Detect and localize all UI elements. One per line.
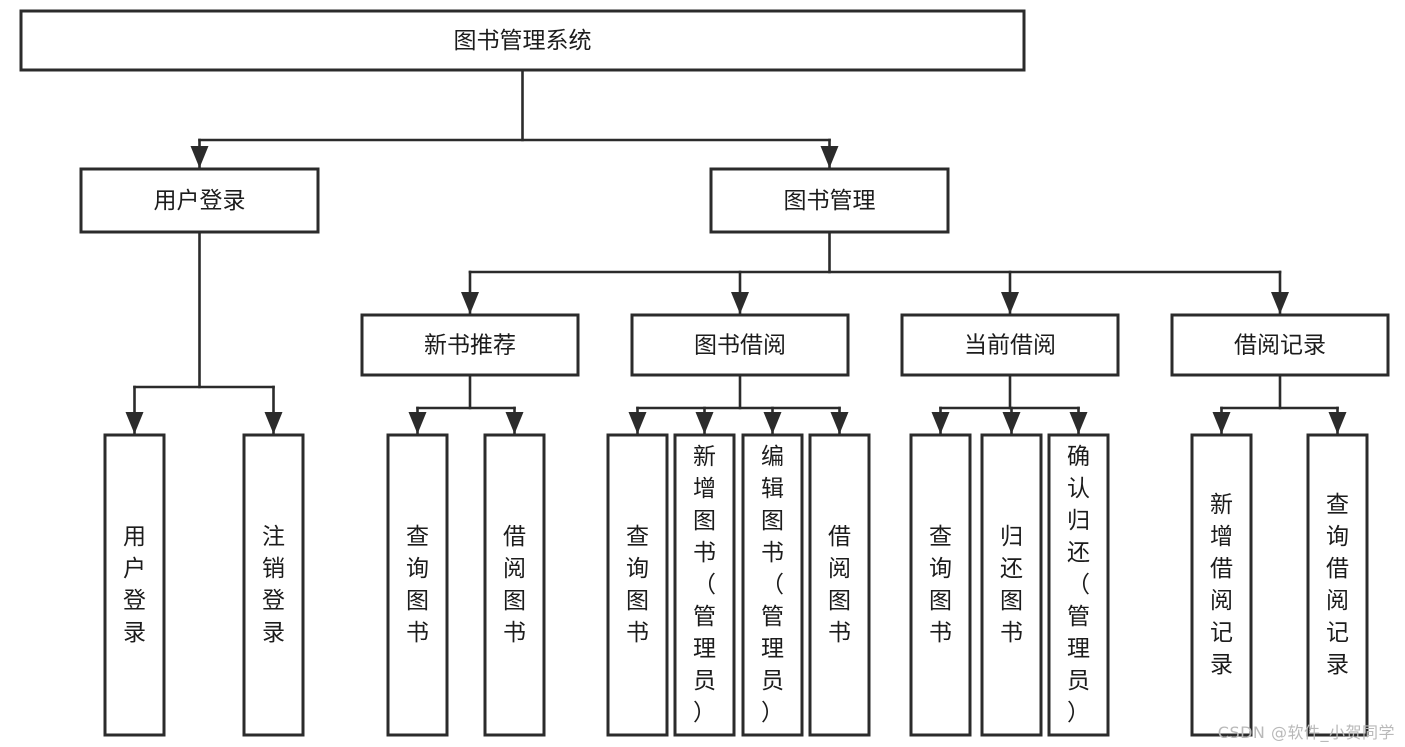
arrow-head-icon (1212, 412, 1231, 434)
node-layer: 图书管理系统用户登录图书管理新书推荐图书借阅当前借阅借阅记录用户登录注销登录查询… (19, 9, 1390, 737)
arrow-head-icon (1069, 412, 1088, 434)
leaf-node-12-box[interactable] (1306, 433, 1369, 737)
arrow-head-icon (505, 412, 524, 434)
level3-node-2-label: 当前借阅 (964, 333, 1056, 359)
leaf-node-3-label: 借阅图书 (503, 524, 526, 646)
level2-node-0[interactable]: 用户登录 (79, 167, 320, 234)
arrow-head-icon (731, 292, 749, 314)
leaf-node-6-box[interactable] (741, 433, 804, 737)
leaf-node-6-label: 编辑图书（管理员） (761, 444, 784, 726)
arrow-head-icon (695, 412, 714, 434)
leaf-node-2-label: 查询图书 (406, 524, 429, 646)
leaf-node-2[interactable]: 查询图书 (386, 433, 449, 737)
level3-node-0[interactable]: 新书推荐 (360, 313, 580, 377)
csdn-watermark: CSDN @软件_小贺同学 (1217, 723, 1395, 742)
arrow-head-icon (264, 412, 283, 434)
arrow-head-icon (830, 412, 849, 434)
leaf-node-7-box[interactable] (808, 433, 871, 737)
arrow-head-icon (461, 292, 479, 314)
arrow-head-icon (1002, 412, 1021, 434)
level3-node-2[interactable]: 当前借阅 (900, 313, 1120, 377)
leaf-node-4-label: 查询图书 (626, 524, 649, 646)
level2-node-0-box[interactable] (79, 167, 320, 234)
arrow-head-icon (931, 412, 950, 434)
leaf-node-10-label: 确认归还（管理员） (1067, 444, 1090, 726)
root-node[interactable]: 图书管理系统 (19, 9, 1026, 72)
leaf-node-0-label: 用户登录 (123, 524, 146, 646)
level3-node-0-box[interactable] (360, 313, 580, 377)
level2-node-1[interactable]: 图书管理 (709, 167, 950, 234)
level3-node-0-label: 新书推荐 (424, 333, 516, 359)
leaf-node-4[interactable]: 查询图书 (606, 433, 669, 737)
arrow-head-icon (1001, 292, 1019, 314)
leaf-node-4-box[interactable] (606, 433, 669, 737)
leaf-node-9-label: 归还图书 (1000, 524, 1023, 646)
arrow-head-icon (190, 146, 209, 168)
leaf-node-12-label: 查询借阅记录 (1326, 492, 1349, 678)
leaf-node-0[interactable]: 用户登录 (103, 433, 166, 737)
leaf-node-2-box[interactable] (386, 433, 449, 737)
leaf-node-11-box[interactable] (1190, 433, 1253, 737)
arrow-head-icon (125, 412, 144, 434)
leaf-node-3[interactable]: 借阅图书 (483, 433, 546, 737)
leaf-node-8-box[interactable] (909, 433, 972, 737)
level2-node-1-box[interactable] (709, 167, 950, 234)
leaf-node-8-label: 查询图书 (929, 524, 952, 646)
level3-node-1-label: 图书借阅 (694, 333, 786, 359)
level2-node-0-label: 用户登录 (154, 188, 246, 214)
leaf-node-6[interactable]: 编辑图书（管理员） (741, 433, 804, 737)
arrow-head-icon (1271, 292, 1289, 314)
leaf-node-5-label: 新增图书（管理员） (693, 444, 716, 726)
leaf-node-9-box[interactable] (980, 433, 1043, 737)
level3-node-3[interactable]: 借阅记录 (1170, 313, 1390, 377)
leaf-node-5-box[interactable] (673, 433, 736, 737)
leaf-node-11[interactable]: 新增借阅记录 (1190, 433, 1253, 737)
leaf-node-5[interactable]: 新增图书（管理员） (673, 433, 736, 737)
leaf-node-1-label: 注销登录 (262, 524, 285, 646)
level3-node-3-label: 借阅记录 (1234, 333, 1326, 359)
root-node-label: 图书管理系统 (454, 28, 592, 54)
leaf-node-9[interactable]: 归还图书 (980, 433, 1043, 737)
root-node-box[interactable] (19, 9, 1026, 72)
arrow-head-icon (820, 146, 839, 168)
leaf-node-11-label: 新增借阅记录 (1210, 492, 1233, 678)
level3-node-1[interactable]: 图书借阅 (630, 313, 850, 377)
leaf-node-7[interactable]: 借阅图书 (808, 433, 871, 737)
leaf-node-3-box[interactable] (483, 433, 546, 737)
leaf-node-0-box[interactable] (103, 433, 166, 737)
leaf-node-7-label: 借阅图书 (828, 524, 851, 646)
leaf-node-10[interactable]: 确认归还（管理员） (1047, 433, 1110, 737)
leaf-node-10-box[interactable] (1047, 433, 1110, 737)
level2-node-1-label: 图书管理 (784, 188, 876, 214)
level3-node-1-box[interactable] (630, 313, 850, 377)
arrow-head-icon (628, 412, 647, 434)
level3-node-2-box[interactable] (900, 313, 1120, 377)
leaf-node-8[interactable]: 查询图书 (909, 433, 972, 737)
leaf-node-12[interactable]: 查询借阅记录 (1306, 433, 1369, 737)
arrow-head-icon (763, 412, 782, 434)
leaf-node-1-box[interactable] (242, 433, 305, 737)
connector-layer (125, 68, 1347, 436)
level3-node-3-box[interactable] (1170, 313, 1390, 377)
arrow-head-icon (1328, 412, 1347, 434)
leaf-node-1[interactable]: 注销登录 (242, 433, 305, 737)
arrow-head-icon (408, 412, 427, 434)
